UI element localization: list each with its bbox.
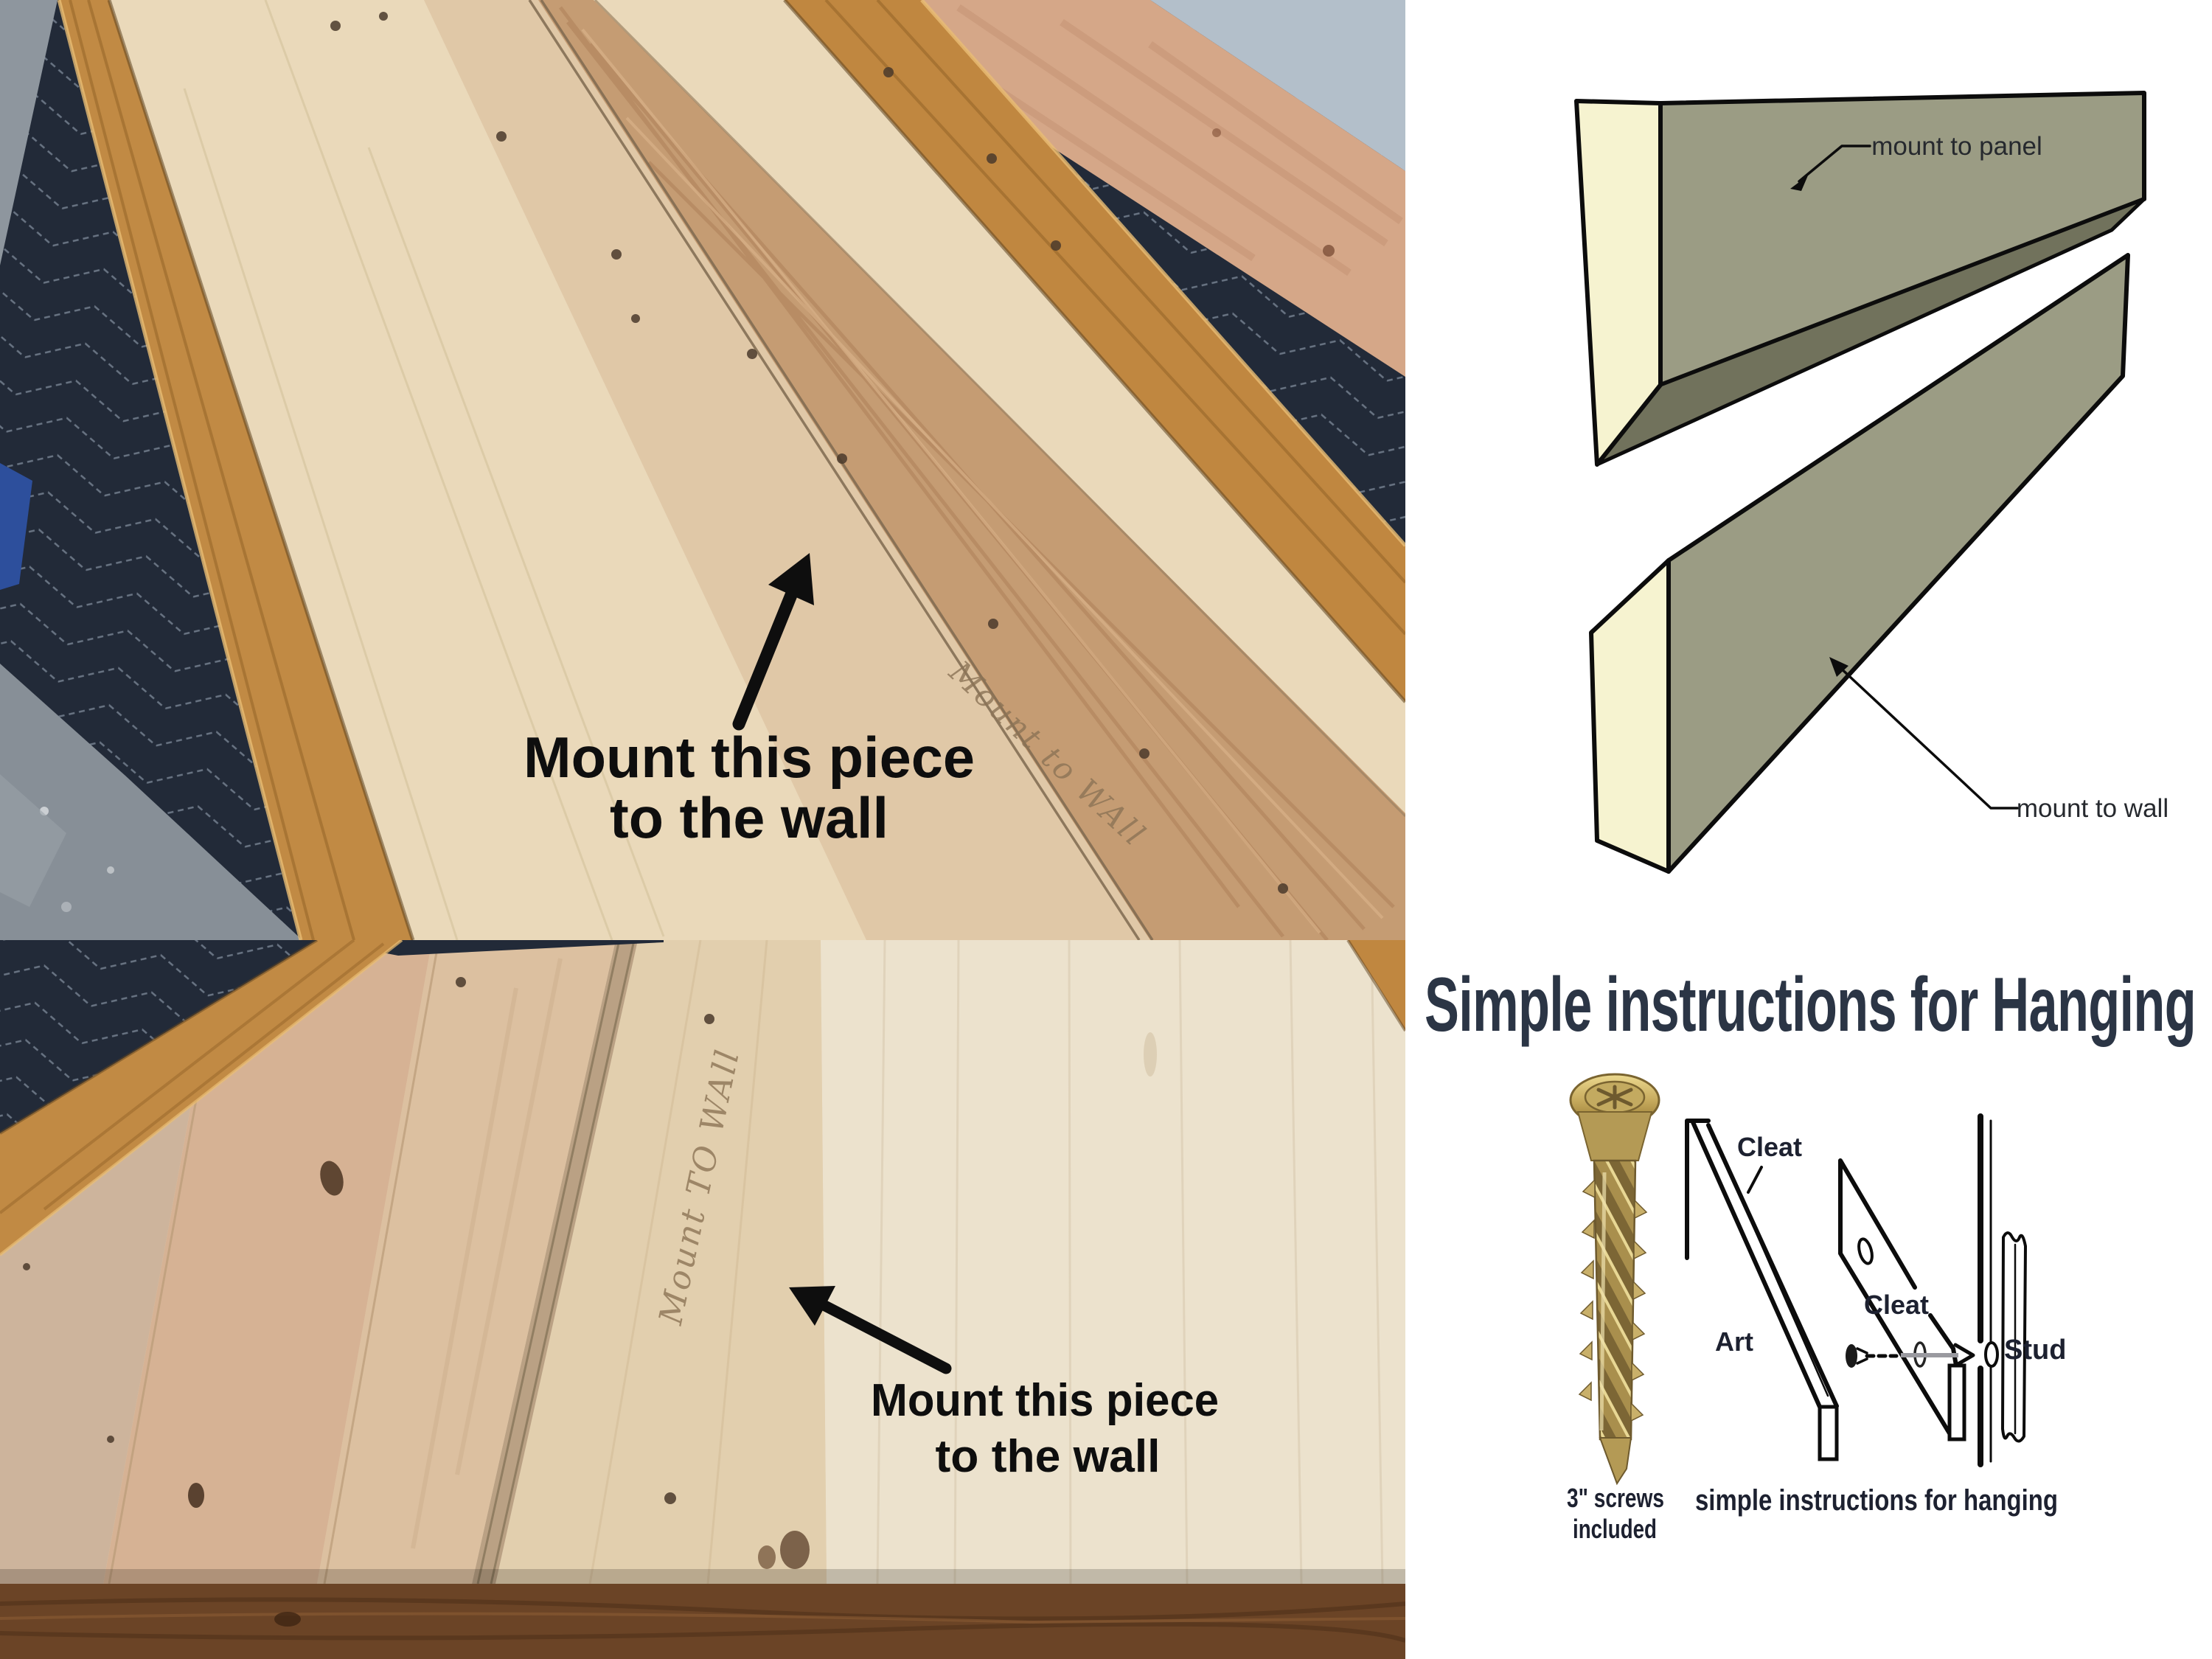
- cleat-piece-wall: [1589, 253, 2130, 874]
- top-caption-line2: to the wall: [610, 785, 888, 850]
- screw-note-line2: included: [1573, 1514, 1657, 1544]
- label-cleat-mid: Cleat: [1864, 1290, 1929, 1320]
- screw-and-arrow: [1846, 1341, 1975, 1368]
- wall-hole-icon: [1984, 1341, 1999, 1368]
- top-annotation: Mount this piece to the wall: [524, 553, 975, 850]
- bottom-photo-panel-closeup: Mount TO WAll Mount this piece: [0, 940, 1405, 1659]
- label-cleat-top: Cleat: [1737, 1132, 1802, 1162]
- svg-text:mount to panel: mount to panel: [1871, 132, 2042, 161]
- arrow-shaft: [732, 588, 798, 731]
- bottom-caption-line2: to the wall: [936, 1431, 1161, 1482]
- label-art: Art: [1715, 1326, 1753, 1357]
- section-heading: Simple instructions for Hanging: [1425, 962, 2196, 1048]
- oak-frame-top-right: [1346, 940, 1405, 1032]
- concrete-floor: [0, 0, 302, 940]
- blanket-sliver: [317, 940, 664, 956]
- wood-knots: [188, 1032, 1157, 1569]
- bottom-caption-line1: Mount this piece: [871, 1375, 1219, 1426]
- french-cleat-diagram: mount to panel mount to wall: [1574, 91, 2168, 874]
- cherry-cleat-strip: [538, 0, 1405, 940]
- wall-and-stud: [1978, 1113, 2027, 1467]
- label-mount-to-panel: mount to panel: [1790, 132, 2042, 191]
- art-panel-line: [1685, 1119, 1711, 1260]
- art-cleat-bar: [1691, 1120, 1839, 1461]
- arrow-head-icon: [789, 1286, 835, 1326]
- brass-screw-photo: [1569, 1073, 1660, 1486]
- rail-shadow: [0, 1569, 1405, 1585]
- arrow-shaft: [819, 1300, 952, 1374]
- screw-note-line1: 3" screws: [1567, 1483, 1664, 1513]
- label-stud: Stud: [2004, 1335, 2066, 1366]
- label-mount-to-wall: mount to wall: [1829, 657, 2168, 823]
- svg-text:mount to wall: mount to wall: [2017, 794, 2168, 823]
- pilot-holes: [330, 12, 1288, 894]
- screw-head-icon: [1846, 1344, 1857, 1368]
- top-photo-cleat-back-panel: Mount to WAll Mount this piece to the wa…: [0, 0, 1405, 940]
- leader-arrow-icon: [1829, 657, 1848, 677]
- art-panel-back: Mount to WAll: [57, 0, 1405, 940]
- panel-boards: Mount TO WAll: [0, 940, 1405, 1585]
- oak-frame-bottom-left: [0, 940, 403, 1256]
- oak-frame-right: [783, 0, 1405, 703]
- diagram-caption: simple instructions for hanging: [1695, 1484, 2058, 1517]
- top-caption-line1: Mount this piece: [524, 725, 975, 790]
- stained-rail: [0, 1584, 1405, 1659]
- screw-threads: [1578, 1178, 1648, 1422]
- cleat-hole-icon: [1857, 1237, 1874, 1265]
- oak-frame-left: [57, 0, 415, 940]
- hanging-instructions-diagram: Cleat Art Cleat Stud simple instructions…: [1567, 1113, 2066, 1544]
- blanket-blue-binding: [0, 463, 32, 590]
- screw-drive-icon: [1596, 1085, 1633, 1110]
- pilot-holes-bottom: [23, 977, 714, 1504]
- leader-arrow-icon: [1790, 175, 1808, 191]
- pink-plank: [424, 0, 1150, 940]
- arrow-head-icon: [768, 553, 814, 605]
- bottom-annotation: Mount this piece to the wall: [789, 1286, 1219, 1482]
- cleat-piece-panel: [1574, 91, 2146, 467]
